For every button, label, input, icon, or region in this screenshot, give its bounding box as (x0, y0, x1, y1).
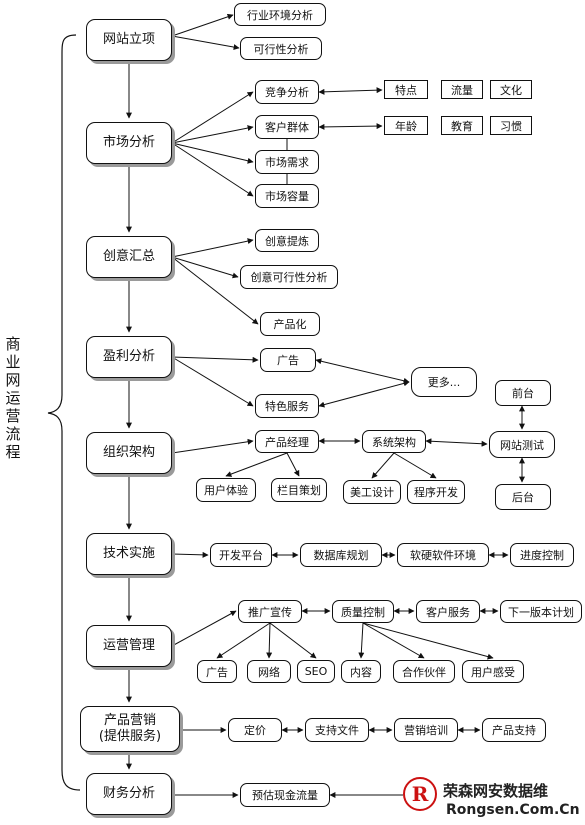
node-support-documents: 支持文件 (305, 718, 369, 742)
connector-31 (286, 452, 300, 477)
step-operation-management: 运营管理 (86, 625, 172, 667)
connector-32 (371, 452, 395, 479)
node-next-version-plan: 下一版本计划 (500, 600, 582, 623)
connector-34 (171, 551, 209, 558)
node-idea-refine: 创意提炼 (255, 229, 319, 252)
connector-24 (318, 380, 410, 408)
step-organization: 组织架构 (86, 432, 172, 474)
watermark-logo: R (403, 777, 437, 811)
step-product-marketing-line1: 产品营销 (103, 713, 156, 728)
step-idea-summary: 创意汇总 (86, 236, 172, 278)
node-hw-sw-environment: 软硬软件环境 (397, 543, 489, 567)
node-featured-service: 特色服务 (255, 394, 319, 418)
node-feasibility: 可行性分析 (240, 37, 322, 60)
node-frontend: 前台 (495, 380, 551, 406)
node-database-planning: 数据库规划 (300, 543, 382, 567)
node-partners: 合作伙伴 (393, 660, 455, 683)
connector-47 (362, 622, 494, 660)
connector-12 (171, 142, 254, 164)
step-product-marketing: 产品营销 (提供服务) (80, 706, 180, 752)
connector-11 (171, 125, 254, 144)
node-advertising: 广告 (260, 348, 316, 372)
connector-27 (425, 438, 488, 447)
node-industry-environment: 行业环境分析 (234, 3, 326, 26)
connector-45 (358, 622, 365, 659)
node-system-architecture: 系统架构 (362, 430, 426, 453)
step-profit-analysis: 盈利分析 (86, 336, 172, 378)
node-content: 内容 (341, 660, 381, 683)
step-financial-analysis: 财务分析 (86, 773, 172, 815)
connector-10 (171, 91, 254, 144)
node-ad: 广告 (197, 660, 237, 683)
node-pricing: 定价 (228, 718, 282, 742)
node-cash-flow-estimate: 预估现金流量 (240, 783, 330, 807)
node-age: 年龄 (384, 116, 428, 135)
node-marketing-training: 营销培训 (394, 718, 458, 742)
step-website-project: 网站立项 (86, 19, 172, 61)
connector-18 (171, 238, 254, 258)
diagram-title: 商业网运营流程 (5, 335, 21, 461)
node-more: 更多... (411, 367, 477, 397)
node-product-support: 产品支持 (482, 718, 546, 742)
node-backend: 后台 (495, 484, 551, 510)
watermark-chinese: 荣森网安数据维 (443, 782, 549, 800)
step-market-analysis: 市场分析 (86, 122, 172, 164)
connector-22 (171, 356, 254, 407)
node-market-demand: 市场需求 (255, 150, 319, 174)
connector-25 (171, 438, 254, 454)
node-traffic: 流量 (441, 80, 483, 99)
node-feature: 特点 (384, 80, 428, 99)
step-product-marketing-line2: (提供服务) (98, 729, 162, 744)
node-customer-service: 客户服务 (416, 600, 480, 623)
node-competition: 竞争分析 (255, 80, 319, 104)
connector-9 (171, 35, 240, 51)
connector-44 (269, 622, 317, 659)
node-market-capacity: 市场容量 (255, 184, 319, 208)
connector-19 (171, 256, 239, 279)
node-network: 网络 (247, 660, 291, 683)
connector-30 (225, 452, 288, 477)
node-quality-control: 质量控制 (332, 600, 394, 623)
node-program-development: 程序开发 (407, 480, 465, 504)
watermark-logo-letter: R (411, 782, 429, 806)
connector-46 (362, 622, 425, 659)
node-productize: 产品化 (260, 312, 320, 336)
connector-14 (318, 87, 383, 95)
step-tech-implementation: 技术实施 (86, 533, 172, 575)
node-progress-control: 进度控制 (510, 543, 574, 567)
node-user-experience: 用户体验 (196, 478, 256, 502)
node-culture: 文化 (490, 80, 532, 99)
connector-38 (171, 610, 237, 647)
node-seo: SEO (297, 660, 335, 683)
connector-33 (393, 452, 437, 479)
connector-13 (171, 142, 254, 197)
node-art-design: 美工设计 (343, 480, 401, 504)
connector-15 (318, 123, 383, 130)
node-customer-group: 客户群体 (255, 115, 319, 139)
node-website-testing: 网站测试 (489, 431, 555, 458)
node-promotion: 推广宣传 (238, 600, 302, 623)
node-habit: 习惯 (490, 116, 532, 135)
connector-21 (171, 356, 259, 363)
group-brace (47, 34, 81, 791)
connector-8 (171, 13, 234, 37)
node-user-feeling: 用户感受 (462, 660, 524, 683)
watermark-url: Rongsen.Com.Cn (446, 802, 580, 818)
node-idea-feasibility: 创意可行性分析 (240, 265, 338, 289)
connector-43 (266, 622, 273, 659)
node-column-planning: 栏目策划 (271, 478, 327, 502)
node-dev-platform: 开发平台 (210, 543, 272, 567)
connector-23 (315, 358, 410, 384)
node-education: 教育 (441, 116, 483, 135)
connector-42 (216, 622, 271, 659)
node-product-manager: 产品经理 (255, 430, 319, 453)
connector-20 (171, 256, 259, 325)
